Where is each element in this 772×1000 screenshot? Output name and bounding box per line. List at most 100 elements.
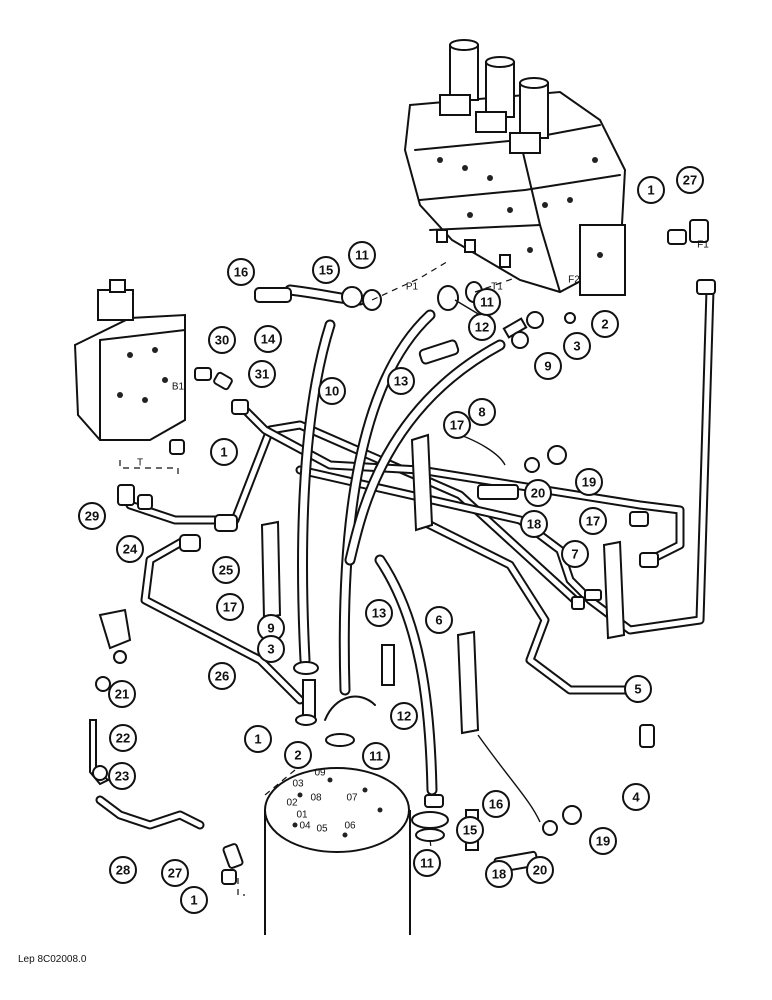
callout-number: 19 xyxy=(596,834,610,849)
callout-17: 17 xyxy=(216,593,244,621)
callout-25: 25 xyxy=(212,556,240,584)
callout-number: 25 xyxy=(219,563,233,578)
callout-1: 1 xyxy=(180,886,208,914)
callout-number: 9 xyxy=(544,359,551,374)
callout-circle xyxy=(365,599,393,627)
callout-number: 17 xyxy=(586,514,600,529)
callout-number: 16 xyxy=(234,265,248,280)
callout-12: 12 xyxy=(390,702,418,730)
callout-circle xyxy=(161,859,189,887)
callout-number: 11 xyxy=(355,248,369,263)
port-label-p1: P1 xyxy=(406,282,419,293)
callout-number: 27 xyxy=(168,866,182,881)
callout-circle xyxy=(109,724,137,752)
callout-circle xyxy=(210,438,238,466)
callout-number: 1 xyxy=(220,445,227,460)
callout-18: 18 xyxy=(485,860,513,888)
callout-number: 10 xyxy=(325,384,339,399)
callout-24: 24 xyxy=(116,535,144,563)
callout-circle xyxy=(257,635,285,663)
callout-number: 1 xyxy=(190,893,197,908)
callout-circle xyxy=(216,593,244,621)
callout-circle xyxy=(254,325,282,353)
callout-1: 1 xyxy=(244,725,272,753)
callout-number: 23 xyxy=(115,769,129,784)
base-port-label: 02 xyxy=(286,798,298,809)
callout-circle xyxy=(362,742,390,770)
callout-6: 6 xyxy=(425,606,453,634)
callout-circle xyxy=(208,326,236,354)
callout-number: 17 xyxy=(450,418,464,433)
callout-number: 30 xyxy=(215,333,229,348)
callout-circle xyxy=(561,540,589,568)
callout-16: 16 xyxy=(482,790,510,818)
base-port-label: 09 xyxy=(314,768,326,779)
base-port-label: 07 xyxy=(346,793,358,804)
callout-15: 15 xyxy=(456,816,484,844)
callout-27: 27 xyxy=(676,166,704,194)
callout-circle xyxy=(227,258,255,286)
callout-circle xyxy=(524,479,552,507)
callout-11: 11 xyxy=(413,849,441,877)
callout-circle xyxy=(312,256,340,284)
callout-number: 14 xyxy=(261,332,276,347)
callout-27: 27 xyxy=(161,859,189,887)
callout-1: 1 xyxy=(637,176,665,204)
base-port-label: 06 xyxy=(344,821,356,832)
callout-number: 27 xyxy=(683,173,697,188)
callout-circle xyxy=(116,535,144,563)
callout-number: 2 xyxy=(601,317,608,332)
callout-13: 13 xyxy=(365,599,393,627)
callout-29: 29 xyxy=(78,502,106,530)
callout-number: 1 xyxy=(254,732,261,747)
callout-number: 7 xyxy=(571,547,578,562)
callout-26: 26 xyxy=(208,662,236,690)
callout-circle xyxy=(456,816,484,844)
callout-circle xyxy=(443,411,471,439)
callout-circle xyxy=(591,310,619,338)
swivel-joint xyxy=(264,767,411,935)
callout-circle xyxy=(180,886,208,914)
callout-circle xyxy=(108,680,136,708)
control-valve xyxy=(403,39,627,296)
callout-circle xyxy=(348,241,376,269)
callout-11: 11 xyxy=(473,288,501,316)
callout-number: 19 xyxy=(582,475,596,490)
callout-number: 26 xyxy=(215,669,229,684)
callout-circle xyxy=(318,377,346,405)
callout-circle xyxy=(534,352,562,380)
callout-23: 23 xyxy=(108,762,136,790)
callout-17: 17 xyxy=(443,411,471,439)
callout-number: 12 xyxy=(397,709,411,724)
callout-20: 20 xyxy=(524,479,552,507)
callout-number: 8 xyxy=(478,405,485,420)
callout-number: 6 xyxy=(435,613,442,628)
callout-number: 11 xyxy=(420,856,434,871)
callout-circle xyxy=(622,783,650,811)
callout-5: 5 xyxy=(624,675,652,703)
callout-number: 3 xyxy=(573,339,580,354)
callout-13: 13 xyxy=(387,367,415,395)
callout-number: 1 xyxy=(647,183,654,198)
solenoid-valve-block xyxy=(73,279,186,441)
port-label-t1: T1 xyxy=(491,282,503,293)
callout-number: 9 xyxy=(267,621,274,636)
port-label-f1: F1 xyxy=(697,240,709,251)
callout-circle xyxy=(575,468,603,496)
callout-number: 3 xyxy=(267,642,274,657)
callout-8: 8 xyxy=(468,398,496,426)
callout-number: 20 xyxy=(533,863,547,878)
callout-number: 24 xyxy=(123,542,138,557)
callout-circle xyxy=(390,702,418,730)
callout-circle xyxy=(482,790,510,818)
callout-circle xyxy=(109,856,137,884)
callout-circle xyxy=(248,360,276,388)
callout-19: 19 xyxy=(575,468,603,496)
reference-code: Lep 8C02008.0 xyxy=(18,954,87,965)
callout-number: 31 xyxy=(255,367,269,382)
callout-circle xyxy=(387,367,415,395)
callout-12: 12 xyxy=(468,313,496,341)
callout-circle xyxy=(563,332,591,360)
callout-3: 3 xyxy=(563,332,591,360)
callout-circle xyxy=(485,860,513,888)
